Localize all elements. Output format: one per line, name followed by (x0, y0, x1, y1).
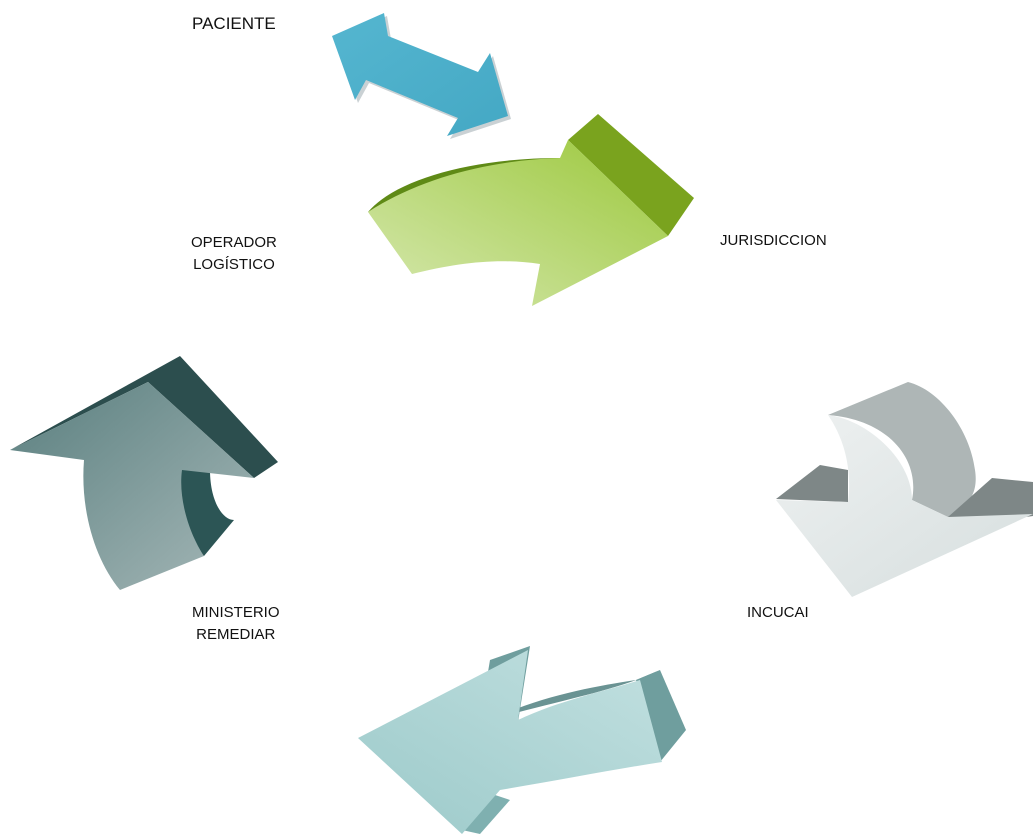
label-incucai: INCUCAI (747, 604, 809, 621)
paciente-double-arrow-icon (332, 13, 511, 139)
label-paciente: PACIENTE (192, 14, 276, 33)
slate-curved-arrow-icon (10, 356, 278, 590)
silver-curved-arrow-icon (776, 382, 1033, 597)
teal-curved-arrow-icon (358, 646, 686, 834)
label-ministerio-remediar: MINISTERIO REMEDIAR (192, 604, 280, 643)
green-curved-arrow-icon (368, 114, 694, 306)
label-operador-logistico: OPERADOR LOGÍSTICO (191, 234, 277, 273)
label-jurisdiccion: JURISDICCION (720, 232, 827, 249)
